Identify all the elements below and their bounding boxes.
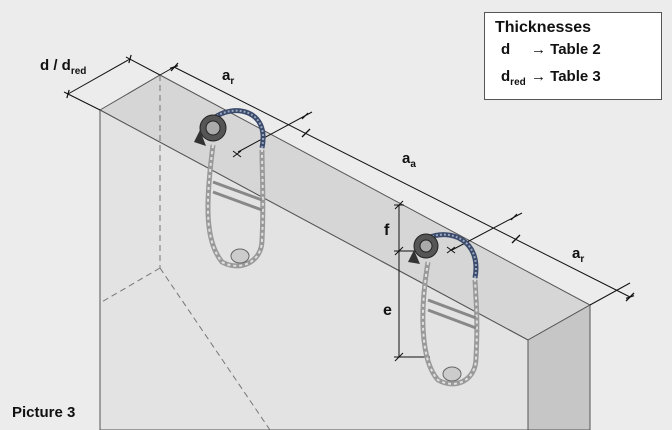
- f-dimension-label: f: [384, 222, 390, 239]
- legend-symbol: dred: [501, 68, 526, 88]
- legend-target: → Table 3: [531, 68, 601, 85]
- vertical-dimensions: [394, 200, 430, 362]
- thickness-dimension: [63, 54, 161, 111]
- edge-distance-left-label: ar: [222, 67, 234, 87]
- legend-title: Thicknesses: [495, 19, 592, 36]
- legend-row-d: d → Table 2: [495, 39, 651, 66]
- center-marks: [232, 150, 456, 254]
- legend-target: → Table 2: [531, 41, 601, 58]
- thickness-label: d / dred: [40, 57, 86, 77]
- thickness-legend: Thicknesses d → Table 2 dred → Table 3: [484, 12, 662, 100]
- anchor-spacing-label: aa: [402, 150, 416, 170]
- lifting-anchor-right: [408, 232, 480, 387]
- tick-marks: [170, 62, 635, 302]
- edge-distance-right-label: ar: [572, 245, 584, 265]
- legend-symbol: d: [501, 41, 511, 58]
- block-side-face: [527, 304, 591, 430]
- lifting-anchor-left: [194, 108, 266, 269]
- e-dimension-label: e: [383, 302, 392, 319]
- picture-caption: Picture 3: [12, 404, 76, 421]
- legend-row-dred: dred → Table 3: [495, 66, 651, 93]
